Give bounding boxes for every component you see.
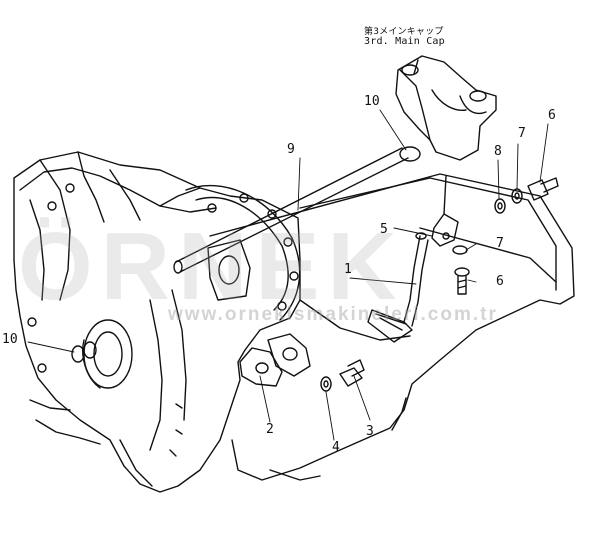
callout-10-left: 10 bbox=[2, 332, 18, 347]
callout-6-top: 6 bbox=[548, 108, 556, 123]
top-fasteners bbox=[494, 177, 559, 214]
callout-1: 1 bbox=[344, 262, 352, 277]
callout-4: 4 bbox=[332, 440, 340, 455]
callout-6-mid: 6 bbox=[496, 274, 504, 289]
callout-3: 3 bbox=[366, 424, 374, 439]
callout-2: 2 bbox=[266, 422, 274, 437]
oil-pan bbox=[209, 173, 575, 481]
transmission-housing bbox=[13, 151, 301, 493]
leader-lines bbox=[27, 109, 549, 441]
o-ring-left bbox=[71, 341, 97, 363]
callout-7-mid: 7 bbox=[496, 236, 504, 251]
flange-fasteners bbox=[320, 359, 365, 392]
third-main-cap bbox=[395, 55, 497, 161]
watermark-url: www.ornekismakineleri.com.tr bbox=[168, 304, 498, 325]
pipe-bracket bbox=[367, 175, 459, 343]
middle-fasteners bbox=[452, 245, 470, 295]
suction-pipe bbox=[173, 147, 409, 274]
callout-7-top: 7 bbox=[518, 126, 526, 141]
o-ring-top bbox=[399, 146, 421, 162]
callout-9: 9 bbox=[287, 142, 295, 157]
callout-8: 8 bbox=[494, 144, 502, 159]
part-caption-english: 3rd. Main Cap bbox=[364, 36, 445, 47]
callout-10-top: 10 bbox=[364, 94, 380, 109]
part-caption-japanese: 第3メインキャップ bbox=[364, 27, 444, 37]
callout-5: 5 bbox=[380, 222, 388, 237]
watermark-logo: ÖRNEK bbox=[18, 213, 405, 320]
gasket bbox=[239, 333, 311, 387]
